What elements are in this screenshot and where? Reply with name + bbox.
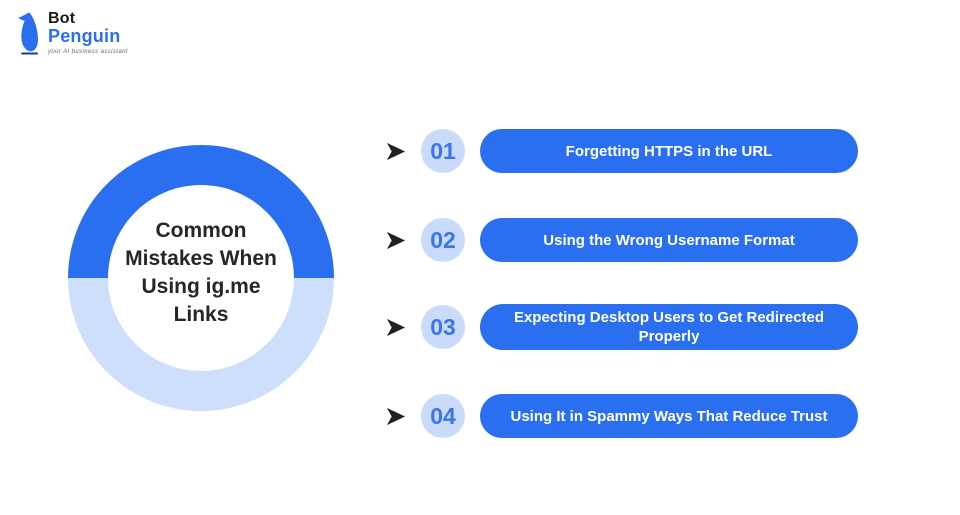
item-label-pill: Using It in Spammy Ways That Reduce Trus…: [480, 394, 858, 438]
title-line: Common: [155, 219, 247, 242]
brand-name-top: Bot: [48, 10, 76, 27]
item-number-badge: 01: [421, 129, 465, 173]
arrow-right-icon: [386, 318, 406, 336]
item-label-pill: Expecting Desktop Users to Get Redirecte…: [480, 304, 858, 350]
botpenguin-logo: Bot Penguin your AI business assistant: [17, 10, 128, 55]
item-label-pill: Forgetting HTTPS in the URL: [480, 129, 858, 173]
arrow-right-icon: [386, 407, 406, 425]
donut-ring: Common Mistakes When Using ig.me Links: [68, 145, 334, 411]
arrow-right-icon: [386, 142, 406, 160]
item-number-badge: 03: [421, 305, 465, 349]
list-item: 04 Using It in Spammy Ways That Reduce T…: [384, 392, 858, 440]
penguin-icon: [18, 12, 39, 55]
list-item: 02 Using the Wrong Username Format: [384, 216, 858, 264]
list-item: 03 Expecting Desktop Users to Get Redire…: [384, 303, 858, 351]
title-line: Mistakes When: [125, 247, 277, 270]
item-number-badge: 02: [421, 218, 465, 262]
arrow-right-icon: [386, 231, 406, 249]
infographic-title: Common Mistakes When Using ig.me Links: [125, 217, 277, 329]
donut-hole: Common Mistakes When Using ig.me Links: [108, 185, 294, 371]
logo-text: Bot Penguin your AI business assistant: [48, 10, 128, 55]
item-label-pill: Using the Wrong Username Format: [480, 218, 858, 262]
brand-tagline: your AI business assistant: [48, 49, 128, 55]
title-line: Links: [173, 303, 229, 326]
brand-name-bottom: Penguin: [48, 26, 121, 46]
title-line: Using ig.me: [141, 275, 261, 298]
item-number-badge: 04: [421, 394, 465, 438]
list-item: 01 Forgetting HTTPS in the URL: [384, 127, 858, 175]
